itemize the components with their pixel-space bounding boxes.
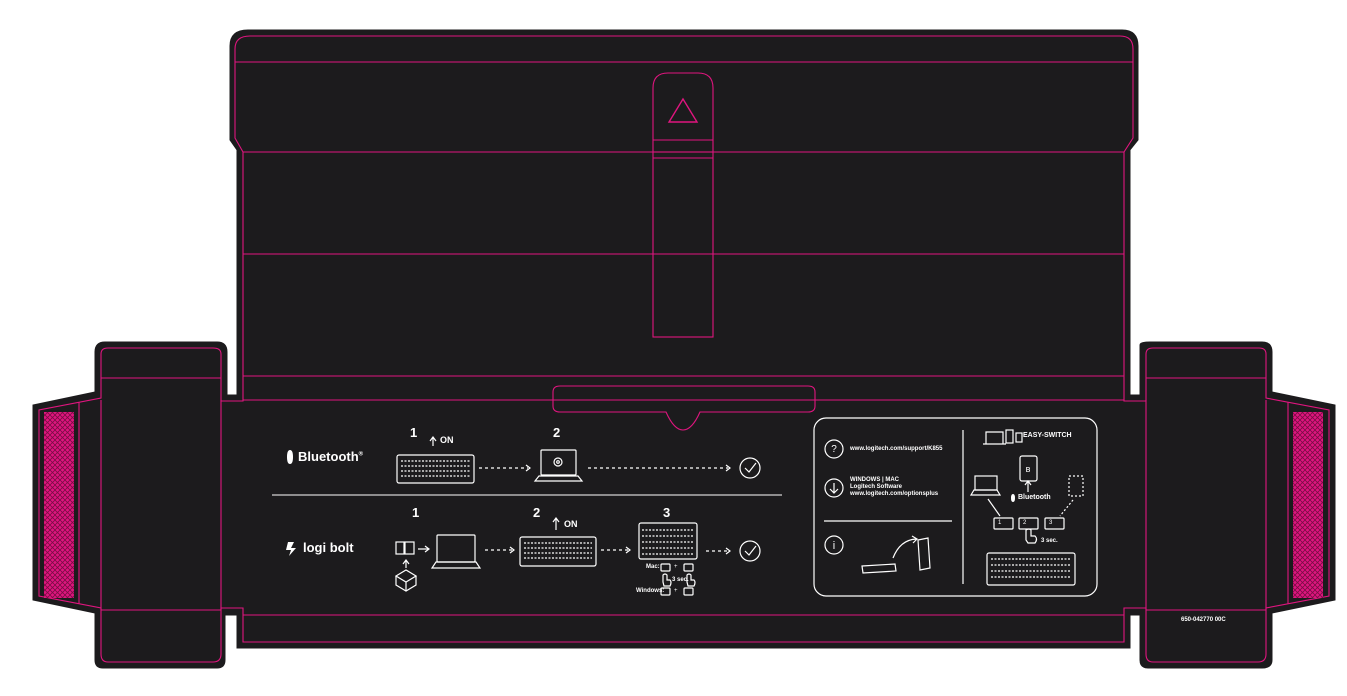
tablet-icon <box>1068 475 1084 497</box>
triangle-icon <box>667 97 699 123</box>
keyboard-icon <box>638 522 698 560</box>
receiver-icon <box>395 541 415 555</box>
mac-label: Mac: <box>646 564 660 570</box>
bluetooth-icon <box>1011 494 1015 502</box>
logi-bolt-icon <box>286 542 296 556</box>
windows-label: Windows: <box>636 588 665 594</box>
svg-text:?: ? <box>831 444 837 455</box>
support-url: www.logitech.com/support/K855 <box>850 446 943 452</box>
power-arrow-icon <box>429 436 437 446</box>
channel-1: 1 <box>998 520 1002 526</box>
svg-text:i: i <box>833 540 835 552</box>
download-icon <box>824 478 844 498</box>
keyboard-folded-icon <box>861 563 897 574</box>
bluetooth-step-2: 2 <box>553 425 561 440</box>
right-glue-strip <box>1293 412 1323 598</box>
bolt-step-2: 2 <box>533 505 541 520</box>
logi-bolt-brand: logi bolt <box>303 540 354 555</box>
info-icon <box>824 535 844 555</box>
finger-icon <box>662 573 672 587</box>
bluetooth-label: Bluetooth <box>1018 494 1051 501</box>
check-circle-icon <box>739 540 761 562</box>
bolt-hold-label: 3 sec. <box>672 577 689 583</box>
finger-icon <box>686 573 696 587</box>
software-label: Logitech Software <box>850 484 903 490</box>
left-glue-strip <box>44 412 74 598</box>
outer-cut-line <box>38 35 1330 663</box>
plus-sign: + <box>674 564 678 570</box>
bolt-on-label: ON <box>564 519 578 529</box>
plus-sign: + <box>674 588 678 594</box>
keyboard-icon <box>986 552 1076 586</box>
bolt-step-1: 1 <box>412 505 420 520</box>
check-circle-icon <box>739 457 761 479</box>
keyboard-icon <box>396 454 475 484</box>
bluetooth-icon <box>287 450 293 464</box>
svg-text:ʙ: ʙ <box>1026 464 1031 474</box>
box-icon <box>394 559 418 592</box>
easy-switch-icon <box>983 431 1006 445</box>
os-heading: WINDOWS | MAC <box>850 477 900 483</box>
software-url: www.logitech.com/optionsplus <box>850 491 939 497</box>
channel-3: 3 <box>1049 520 1053 526</box>
info-panel <box>813 417 1098 597</box>
front-slot <box>552 385 816 431</box>
channel-2: 2 <box>1023 520 1027 526</box>
part-number: 650-042770 00C <box>1181 617 1226 623</box>
question-icon <box>824 439 844 459</box>
finger-icon <box>1025 528 1038 544</box>
easy-switch-label: EASY-SWITCH <box>1023 432 1072 439</box>
easy-switch-hold-label: 3 sec. <box>1041 538 1058 544</box>
lid-tab <box>652 72 714 152</box>
bluetooth-brand: Bluetooth® <box>298 449 364 464</box>
keyboard-icon <box>519 536 597 567</box>
laptop-icon <box>430 534 482 569</box>
power-arrow-icon <box>552 517 560 530</box>
bluetooth-step-1: 1 <box>410 425 418 440</box>
laptop-gear-icon <box>533 449 584 482</box>
box-outline <box>32 29 1336 669</box>
bolt-step-3: 3 <box>663 505 671 520</box>
bluetooth-on-label: ON <box>440 435 454 445</box>
